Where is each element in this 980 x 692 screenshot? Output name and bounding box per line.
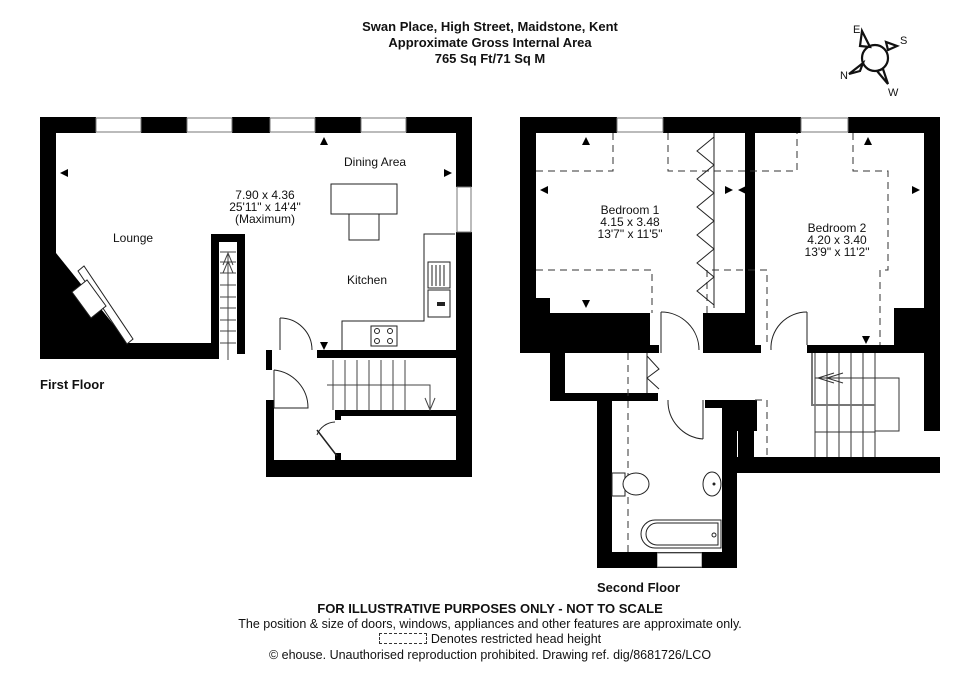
legend-text: Denotes restricted head height <box>430 632 602 646</box>
first-floor-label: First Floor <box>40 377 105 392</box>
label-main-imperial: 25'11" x 14'4" <box>229 200 301 214</box>
plan-header: Swan Place, High Street, Maidstone, Kent… <box>0 19 980 67</box>
compass-w: W <box>888 87 899 99</box>
compass-s: S <box>900 35 908 47</box>
area-value: 765 Sq Ft/71 Sq M <box>434 51 546 66</box>
label-bedroom2-metric: 4.20 x 3.40 <box>807 233 867 247</box>
label-kitchen: Kitchen <box>347 273 388 287</box>
label-lounge: Lounge <box>113 231 154 245</box>
label-bedroom2-name: Bedroom 2 <box>807 221 867 235</box>
address-title: Swan Place, High Street, Maidstone, Kent <box>362 19 618 34</box>
label-bedroom1-imperial: 13'7" x 11'5" <box>597 227 663 241</box>
label-bedroom2-imperial: 13'9" x 11'2" <box>804 245 870 259</box>
label-dining-area: Dining Area <box>344 155 407 169</box>
label-bedroom1-name: Bedroom 1 <box>600 203 660 217</box>
dashed-line-legend-icon <box>378 633 427 644</box>
label-main-metric: 7.90 x 4.36 <box>235 188 295 202</box>
label-bedroom1-metric: 4.15 x 3.48 <box>600 215 660 229</box>
second-floor-label: Second Floor <box>597 580 681 595</box>
area-title: Approximate Gross Internal Area <box>388 35 592 50</box>
compass-e: E <box>853 24 861 36</box>
compass-n: N <box>840 70 848 82</box>
approx-note: The position & size of doors, windows, a… <box>238 616 742 631</box>
copyright: © ehouse. Unauthorised reproduction proh… <box>268 647 712 662</box>
legend-row: Denotes restricted head height <box>0 632 980 648</box>
disclaimer: FOR ILLUSTRATIVE PURPOSES ONLY - NOT TO … <box>317 601 663 616</box>
label-main-note: (Maximum) <box>235 212 295 226</box>
plan-footer: FOR ILLUSTRATIVE PURPOSES ONLY - NOT TO … <box>0 601 980 663</box>
